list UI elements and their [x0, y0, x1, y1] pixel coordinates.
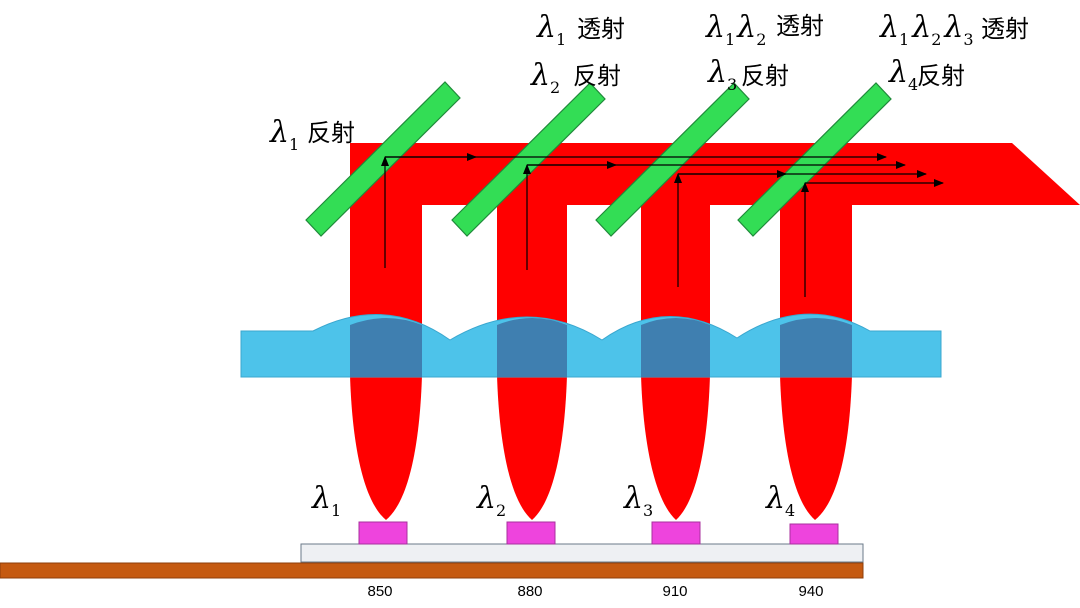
filter-1-text: 反射	[307, 119, 355, 147]
filter-2-line1-text: 透射	[577, 15, 625, 43]
lens-overlap-3	[641, 318, 710, 377]
subscript: 2	[931, 30, 941, 49]
subscript: 2	[550, 78, 560, 97]
filter-3-line1-text: 透射	[776, 12, 824, 40]
dichroic-filter-4	[737, 82, 892, 237]
filter-1-label: λ1 反射	[269, 115, 355, 154]
emitter-3	[651, 521, 701, 545]
svg-text:λ1: λ1	[269, 115, 299, 154]
lambda-symbol: λ	[707, 55, 727, 90]
svg-text:λ1: λ1	[536, 10, 566, 49]
emitter-2-label: λ2	[476, 481, 506, 520]
filter-2-label: λ1 透射 λ2 反射	[530, 10, 625, 97]
wavelength-labels: 850 880 910 940	[367, 583, 823, 600]
wavelength-910: 910	[662, 583, 687, 600]
dichroic-filter-2	[451, 82, 606, 237]
emitter-2	[506, 521, 556, 545]
filter-2-line2-text: 反射	[573, 62, 621, 90]
lambda-symbol: λ	[879, 10, 899, 45]
wavelength-880: 880	[517, 583, 542, 600]
filter-3-line2-text: 反射	[741, 62, 789, 90]
laser-mount	[0, 521, 864, 579]
lambda-symbol: λ	[888, 55, 908, 90]
svg-text:λ1λ2: λ1λ2	[705, 10, 766, 49]
svg-text:λ3: λ3	[707, 55, 737, 94]
wavelength-850: 850	[367, 583, 392, 600]
filter-4-line1-text: 透射	[981, 15, 1029, 43]
lens-array	[240, 313, 942, 378]
svg-text:λ4: λ4	[888, 55, 918, 94]
substrate	[300, 543, 864, 563]
lambda-symbol: λ	[536, 10, 556, 45]
emitter-4	[789, 523, 839, 545]
filter-4-line2-text: 反射	[917, 62, 965, 90]
emitter-3-label: λ3	[623, 481, 653, 520]
ray-arrows	[381, 153, 944, 297]
dichroic-filter-3	[595, 82, 750, 237]
lambda-symbol: λ	[736, 10, 756, 45]
subscript: 1	[899, 30, 909, 49]
lambda-symbol: λ	[530, 58, 550, 93]
subscript: 1	[725, 30, 735, 49]
subscript: 3	[963, 30, 973, 49]
filter-3-label: λ1λ2 透射 λ3 反射	[705, 10, 824, 94]
subscript: 4	[908, 75, 918, 94]
lambda-symbol: λ	[911, 10, 931, 45]
base-plate	[0, 562, 864, 579]
subscript: 3	[727, 75, 737, 94]
emitter-1	[358, 521, 408, 545]
lens-overlap-1	[350, 318, 422, 377]
subscript: 1	[289, 135, 299, 154]
subscript: 1	[556, 30, 566, 49]
emitter-1-label: λ1	[311, 481, 341, 520]
svg-text:λ2: λ2	[530, 58, 560, 97]
lambda-symbol: λ	[269, 115, 289, 150]
subscript: 2	[756, 30, 766, 49]
wavelength-940: 940	[798, 583, 823, 600]
lens-overlap-2	[497, 318, 567, 377]
lens-overlap-4	[780, 318, 852, 377]
emitter-4-label: λ4	[765, 481, 795, 520]
emitter-labels: λ1 λ2 λ3 λ4	[311, 481, 795, 520]
lambda-symbol: λ	[943, 10, 963, 45]
lambda-symbol: λ	[705, 10, 725, 45]
